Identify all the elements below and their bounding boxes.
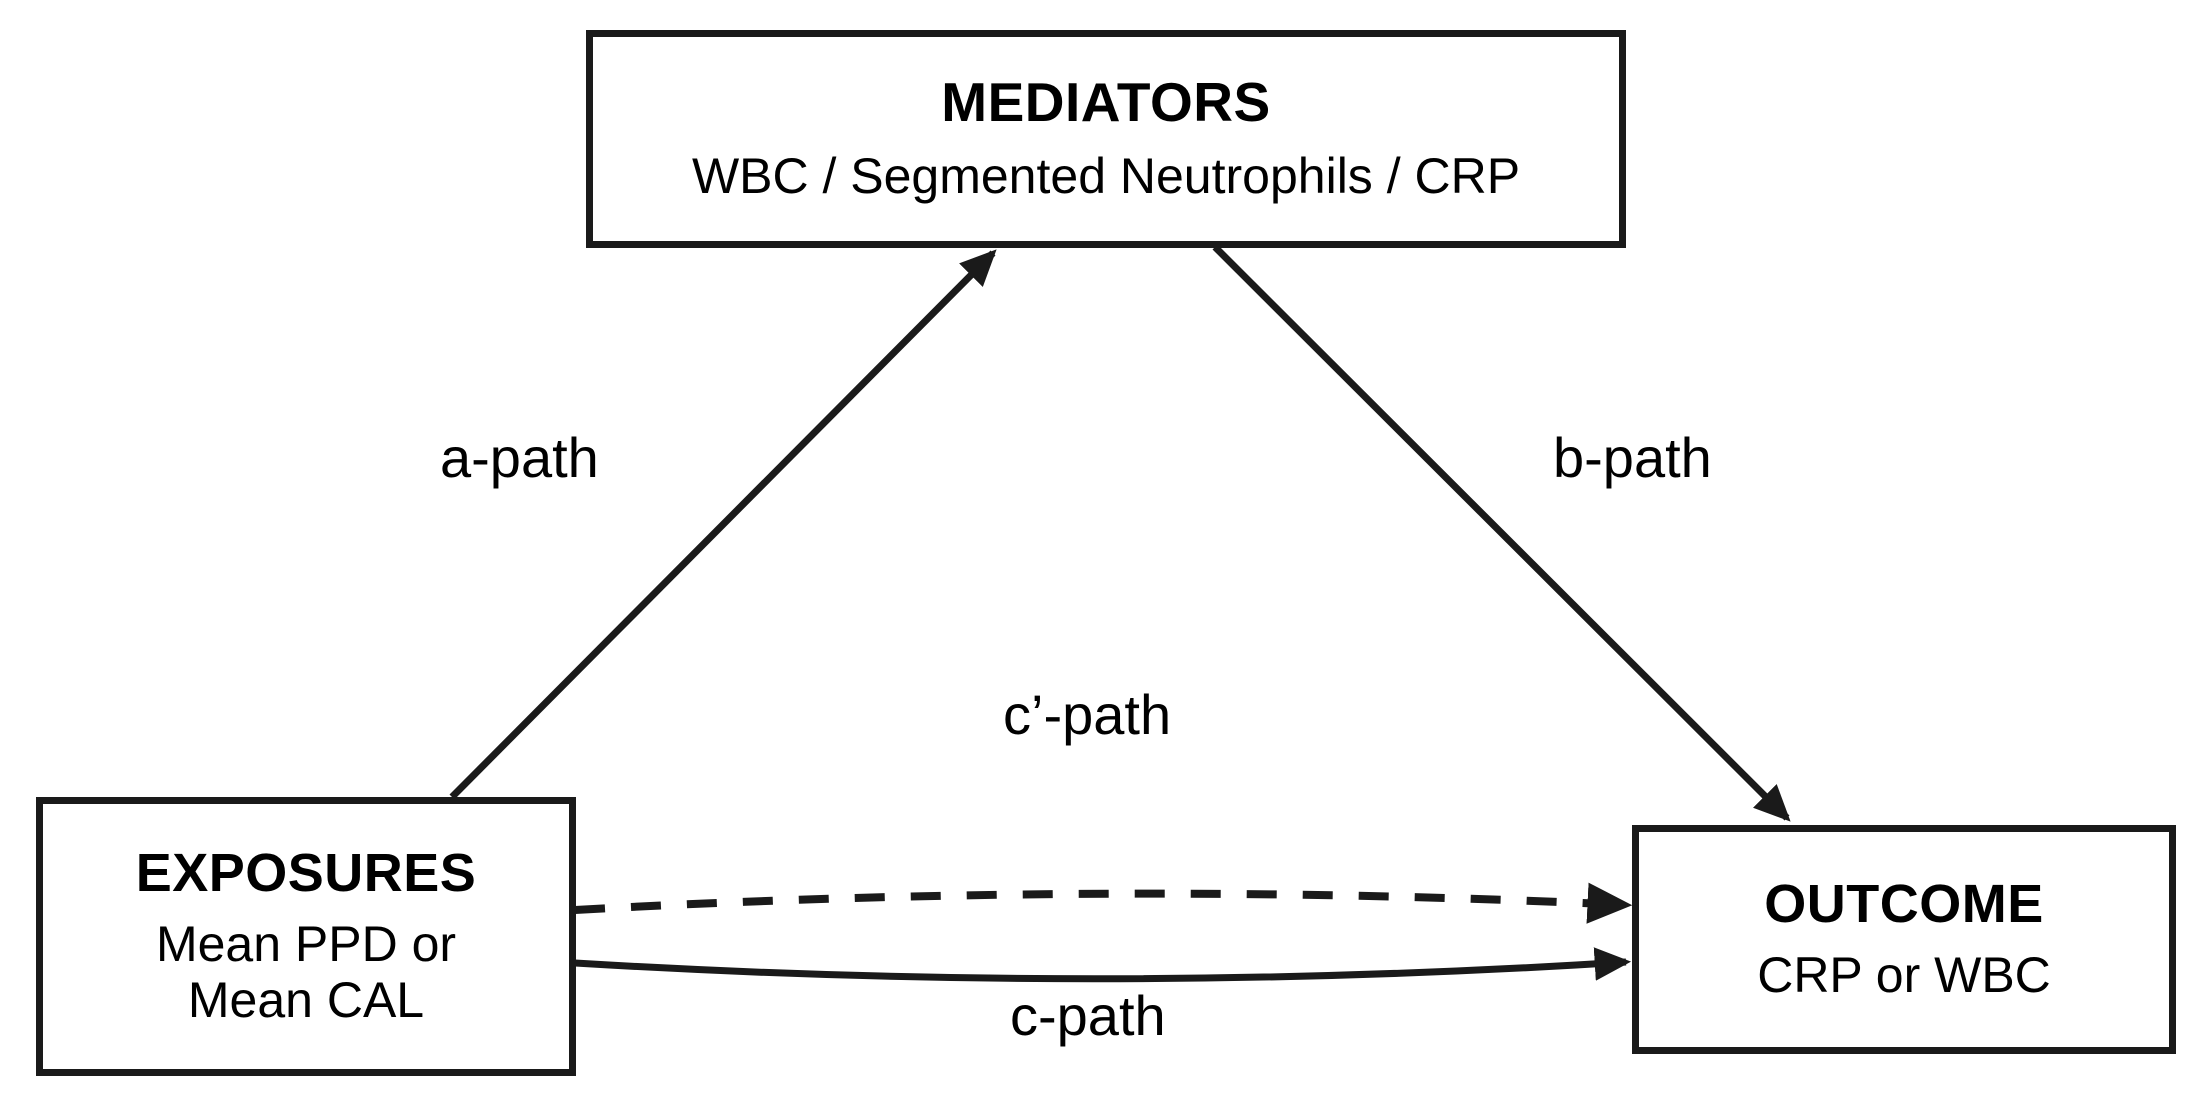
- edge-b-path: [1212, 244, 1791, 822]
- node-outcome-subtitle: CRP or WBC: [1757, 946, 2051, 1003]
- node-outcome-title: OUTCOME: [1764, 874, 2044, 935]
- node-exposures: EXPOSURES Mean PPD or Mean CAL: [36, 797, 576, 1076]
- node-exposures-title: EXPOSURES: [135, 843, 477, 904]
- edge-a-path: [449, 249, 997, 800]
- node-mediators-subtitle: WBC / Segmented Neutrophils / CRP: [691, 147, 1521, 204]
- edge-c-path: [574, 947, 1632, 983]
- edge-c-prime-path: [574, 882, 1633, 924]
- node-exposures-subtitle-line2: Mean CAL: [187, 971, 425, 1028]
- node-exposures-subtitle-line1: Mean PPD or: [155, 915, 457, 972]
- node-mediators: MEDIATORS WBC / Segmented Neutrophils / …: [586, 30, 1626, 248]
- edge-label-b-path: b-path: [1553, 426, 1712, 489]
- node-outcome: OUTCOME CRP or WBC: [1632, 825, 2176, 1054]
- edge-label-a-path: a-path: [440, 426, 599, 489]
- edge-label-c-path: c-path: [1010, 984, 1166, 1047]
- node-mediators-title: MEDIATORS: [941, 71, 1271, 134]
- edge-label-c-prime-path: c’-path: [1003, 683, 1172, 746]
